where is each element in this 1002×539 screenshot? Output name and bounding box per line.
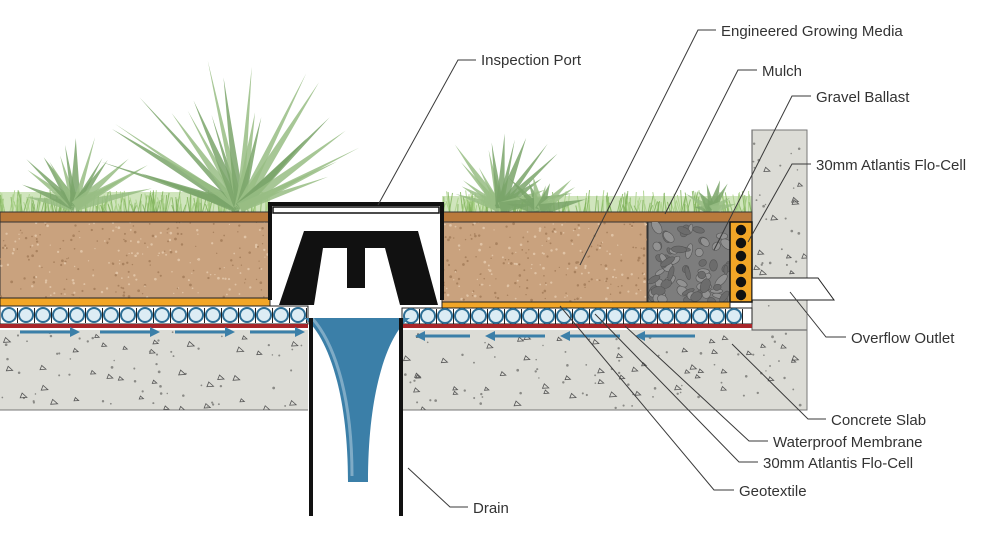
leader-lines [377, 29, 846, 508]
label-waterproof-membrane: Waterproof Membrane [773, 434, 923, 451]
vegetation-group [0, 60, 752, 216]
drain-pipe [304, 316, 410, 516]
leader-waterproof-membrane [624, 325, 768, 442]
label-inspection-port: Inspection Port [481, 52, 582, 69]
leader-flo-cell-lower [594, 313, 758, 463]
label-drain: Drain [473, 500, 509, 517]
drain-funnel [279, 231, 438, 305]
horizontal-flo-cell [0, 305, 753, 325]
leader-drain [407, 467, 468, 508]
label-flo-cell-lower: 30mm Atlantis Flo-Cell [763, 455, 913, 472]
vertical-flo-cell [729, 221, 753, 303]
label-geotextile: Geotextile [739, 483, 807, 500]
leader-concrete-slab [731, 343, 826, 420]
plant-leaves [22, 60, 737, 216]
leader-overflow-outlet [789, 291, 846, 338]
overflow-outlet-pipe [751, 277, 835, 301]
callout-labels: Inspection Port Engineered Growing Media… [473, 23, 966, 517]
leader-growing-media [579, 29, 716, 266]
leader-inspection-port [377, 59, 476, 206]
label-overflow-outlet: Overflow Outlet [851, 330, 955, 347]
label-flo-cell-upper: 30mm Atlantis Flo-Cell [816, 157, 966, 174]
inspection-port [268, 202, 444, 305]
drain-baffle [347, 232, 365, 288]
label-gravel-ballast: Gravel Ballast [816, 89, 910, 106]
gravel-ballast-layer [647, 221, 731, 303]
label-concrete-slab: Concrete Slab [831, 412, 926, 429]
label-engineered-growing-media: Engineered Growing Media [721, 23, 903, 40]
concrete-speckles [1, 142, 807, 410]
leader-mulch [664, 69, 757, 215]
label-mulch: Mulch [762, 63, 802, 80]
leader-gravel-ballast [713, 95, 811, 251]
leader-flo-cell-upper [747, 163, 811, 243]
leader-geotextile [559, 305, 734, 491]
water-flow-arrows [20, 327, 695, 341]
